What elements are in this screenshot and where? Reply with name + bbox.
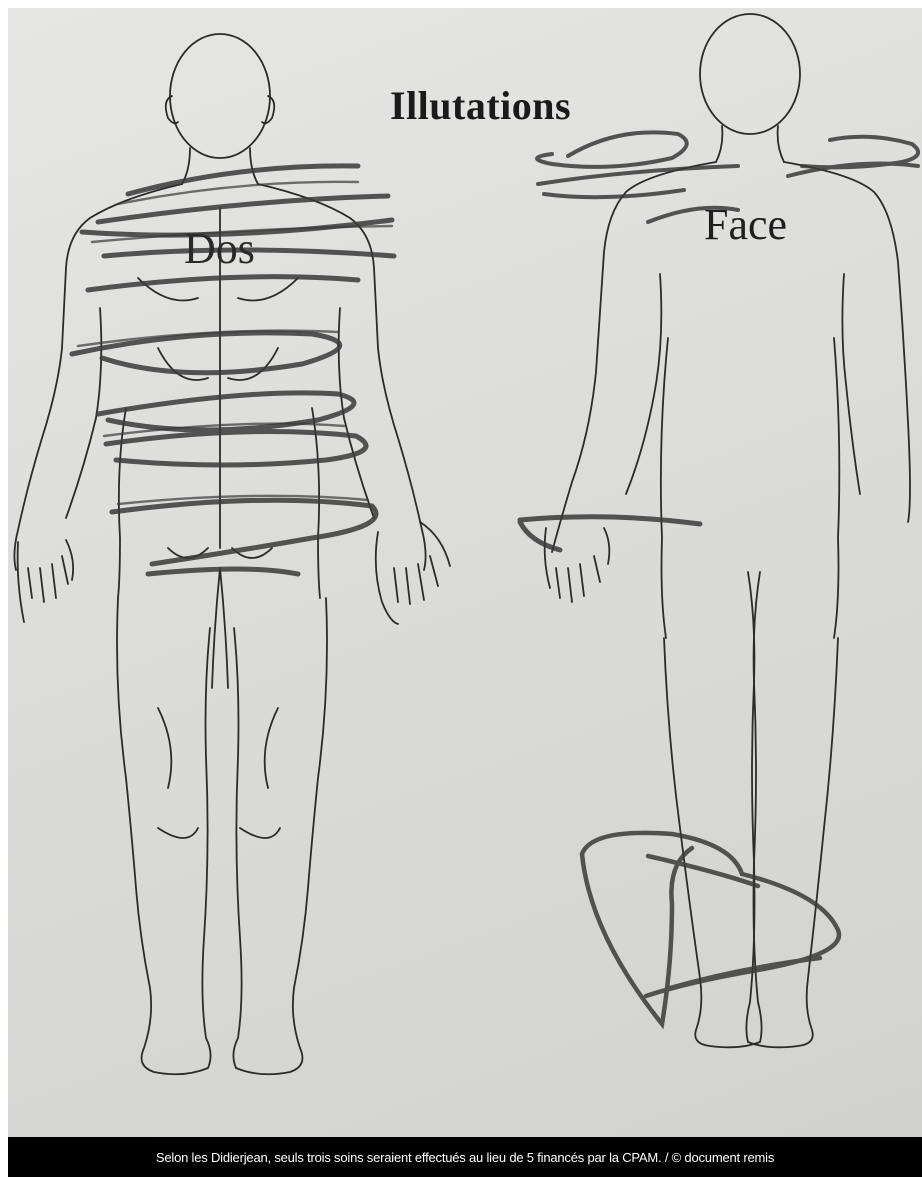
document-photo: Illutations Dos Face xyxy=(8,8,922,1137)
front-inner-arm-left xyxy=(626,274,661,494)
back-leg-right xyxy=(233,598,327,1074)
front-leg-spiral xyxy=(582,833,839,1024)
front-hand-spiral xyxy=(520,517,700,550)
front-inner-arm-right xyxy=(842,274,860,494)
back-figure-outline xyxy=(14,34,450,1074)
back-inner-legs xyxy=(212,568,228,688)
back-leg-left xyxy=(117,598,211,1074)
back-head xyxy=(170,34,270,158)
photo-caption: Selon les Didierjean, seuls trois soins … xyxy=(8,1137,922,1177)
body-diagram xyxy=(8,8,922,1137)
back-hand-left xyxy=(18,540,74,622)
back-hand-right xyxy=(376,522,450,624)
diagram-title: Illutations xyxy=(390,82,571,129)
front-view-label: Face xyxy=(704,199,787,250)
back-muscle-details xyxy=(138,208,298,838)
back-view-label: Dos xyxy=(184,223,255,274)
front-head xyxy=(700,14,800,134)
front-leg-right xyxy=(746,572,838,1047)
front-figure-outline xyxy=(545,14,910,1047)
front-hand-left xyxy=(545,528,610,602)
front-neck xyxy=(716,126,784,162)
